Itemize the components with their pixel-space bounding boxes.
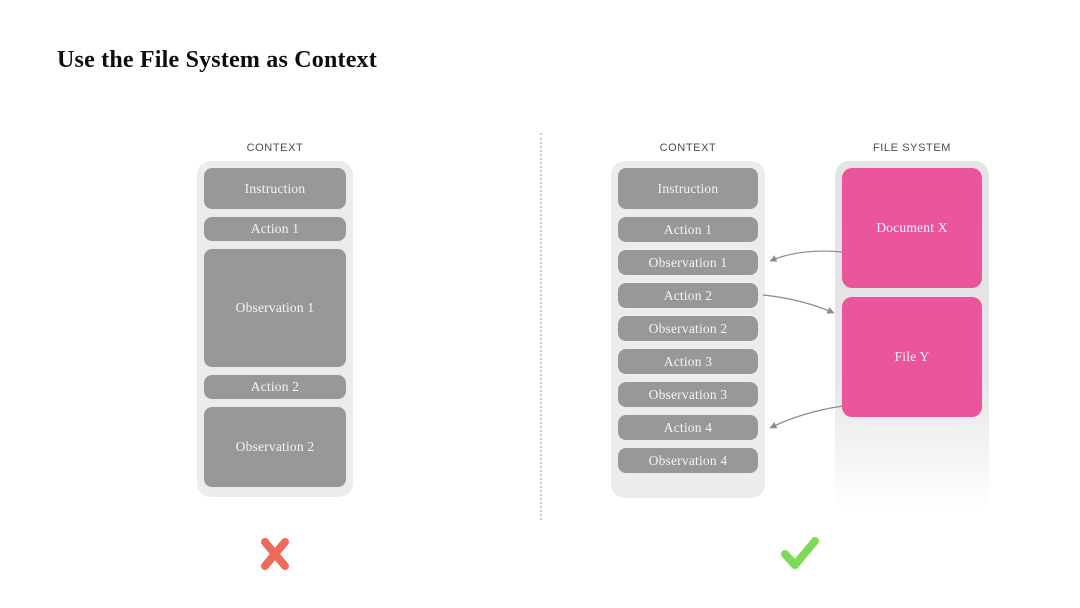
arrow-documentx-to-observation1 [769,250,844,262]
slide-title: Use the File System as Context [57,47,377,73]
context-box: Action 2 [204,375,346,399]
arrow-action2-to-filey [762,294,835,314]
context-box: Action 2 [618,283,758,308]
arrow-filey-to-action4 [769,405,844,429]
context-box: Instruction [618,168,758,209]
file-system-box: File Y [842,297,982,417]
file-system-box: Document X [842,168,982,288]
context-box: Action 3 [618,349,758,374]
context-box: Observation 2 [204,407,346,487]
context-box: Observation 2 [618,316,758,341]
check-icon [781,537,819,569]
right-context-header: CONTEXT [659,142,717,154]
file-system-header: FILE SYSTEM [872,142,952,154]
left-context-header: CONTEXT [246,142,304,154]
context-box: Observation 1 [618,250,758,275]
context-box: Observation 3 [618,382,758,407]
context-box: Action 1 [618,217,758,242]
context-box: Observation 4 [618,448,758,473]
context-box: Observation 1 [204,249,346,367]
context-box: Action 1 [204,217,346,241]
cross-icon [261,538,289,570]
context-box: Instruction [204,168,346,209]
section-divider [540,133,542,520]
context-box: Action 4 [618,415,758,440]
